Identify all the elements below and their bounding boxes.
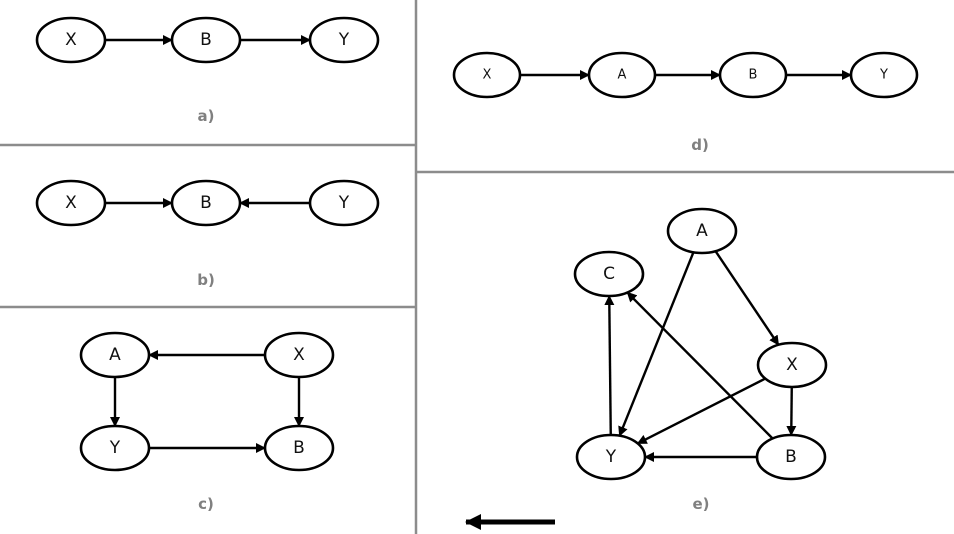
edges-layer — [105, 35, 852, 462]
node-ellipse — [666, 207, 738, 255]
node-c-b: B — [263, 424, 335, 472]
node-b-b: B — [170, 179, 242, 227]
node-e-y: Y — [575, 433, 647, 481]
node-label: X — [65, 30, 77, 50]
node-ellipse — [587, 51, 657, 99]
node-label: C — [603, 264, 615, 284]
node-ellipse — [35, 16, 107, 64]
node-ellipse — [756, 341, 828, 389]
node-ellipse — [849, 51, 919, 99]
node-label: X — [786, 355, 798, 375]
node-ellipse — [718, 51, 788, 99]
node-label: A — [696, 221, 708, 241]
node-label: A — [618, 68, 627, 83]
node-label: B — [200, 30, 212, 50]
node-ellipse — [308, 16, 380, 64]
node-e-x: X — [756, 341, 828, 389]
node-label: X — [293, 345, 305, 365]
node-ellipse — [452, 51, 522, 99]
node-e-c: C — [573, 250, 645, 298]
node-a-y: Y — [308, 16, 380, 64]
node-b-x: X — [35, 179, 107, 227]
node-d-b: B — [718, 51, 788, 99]
edge-e-a-to-x — [714, 250, 780, 346]
node-e-b: B — [755, 433, 827, 481]
panel-label-d: d) — [691, 136, 709, 154]
node-ellipse — [575, 433, 647, 481]
node-label: B — [749, 68, 758, 83]
node-label: Y — [879, 68, 888, 83]
node-label: B — [200, 193, 212, 213]
node-ellipse — [79, 331, 151, 379]
node-label: X — [483, 68, 492, 83]
node-label: B — [293, 438, 305, 458]
node-ellipse — [79, 424, 151, 472]
node-ellipse — [263, 424, 335, 472]
node-ellipse — [263, 331, 335, 379]
node-c-y: Y — [79, 424, 151, 472]
node-ellipse — [35, 179, 107, 227]
edge-e-a-to-y — [618, 251, 695, 437]
node-c-a: A — [79, 331, 151, 379]
node-ellipse — [170, 179, 242, 227]
edge-e-x-to-b — [786, 386, 797, 437]
node-ellipse — [755, 433, 827, 481]
edge-e-y-to-c — [604, 294, 615, 436]
node-label: Y — [605, 447, 617, 467]
panel-label-c: c) — [198, 495, 214, 513]
node-a-b: B — [170, 16, 242, 64]
nodes-layer: X B Y X B Y A X Y B X A B Y A C X Y B — [35, 16, 919, 481]
node-label: Y — [338, 30, 350, 50]
edge-e-x-to-y — [636, 377, 766, 445]
node-d-y: Y — [849, 51, 919, 99]
node-ellipse — [170, 16, 242, 64]
edge-e-b-to-c — [626, 291, 774, 440]
node-b-y: Y — [308, 179, 380, 227]
node-e-a: A — [666, 207, 738, 255]
panel-label-e: e) — [692, 495, 709, 513]
node-d-a: A — [587, 51, 657, 99]
node-label: Y — [338, 193, 350, 213]
node-ellipse — [308, 179, 380, 227]
panel-label-b: b) — [197, 271, 215, 289]
node-a-x: X — [35, 16, 107, 64]
node-label: Y — [109, 438, 121, 458]
panel-label-a: a) — [198, 107, 215, 125]
node-d-x: X — [452, 51, 522, 99]
node-c-x: X — [263, 331, 335, 379]
node-label: A — [109, 345, 121, 365]
node-label: B — [785, 447, 797, 467]
node-ellipse — [573, 250, 645, 298]
node-label: X — [65, 193, 77, 213]
